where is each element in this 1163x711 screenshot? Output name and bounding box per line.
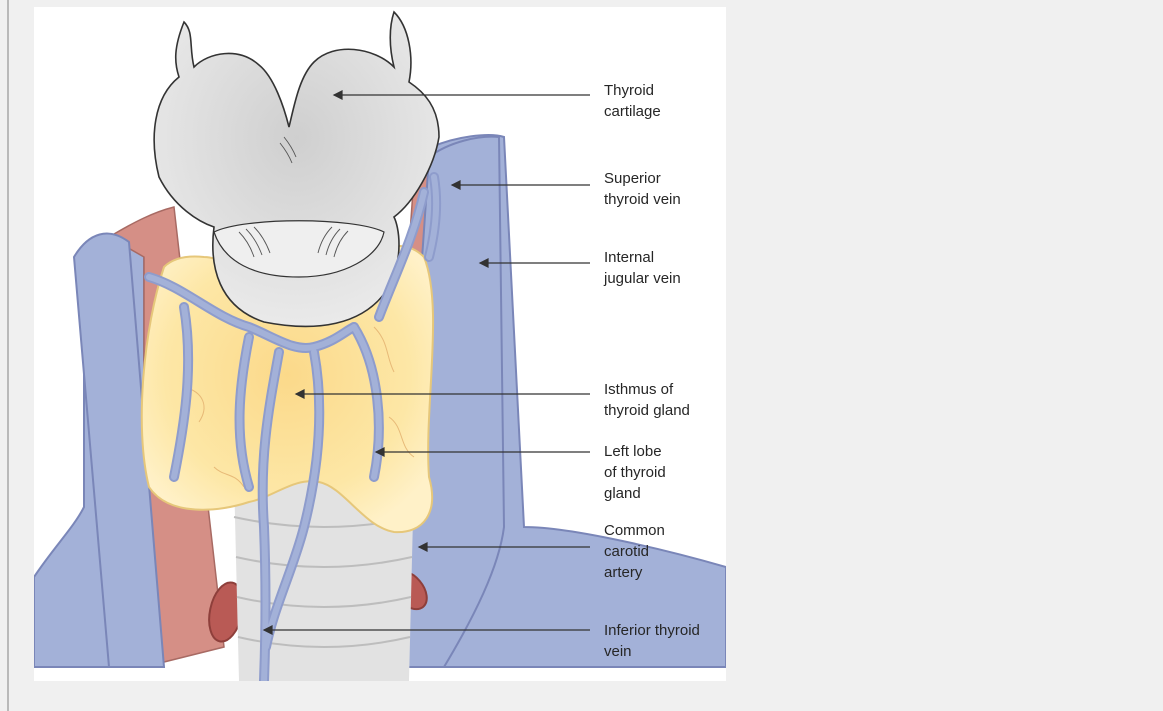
label-inferior-thyroid-vein: Inferior thyroid vein [604,620,700,662]
thyroid-anatomy-figure: Thyroid cartilage Superior thyroid vein … [34,7,726,681]
label-isthmus: Isthmus of thyroid gland [604,379,690,421]
label-common-carotid-artery: Common carotid artery [604,520,665,583]
label-left-lobe: Left lobe of thyroid gland [604,441,666,504]
left-border-line [7,0,9,711]
label-internal-jugular-vein: Internal jugular vein [604,247,681,289]
label-superior-thyroid-vein: Superior thyroid vein [604,168,681,210]
label-thyroid-cartilage: Thyroid cartilage [604,80,661,122]
